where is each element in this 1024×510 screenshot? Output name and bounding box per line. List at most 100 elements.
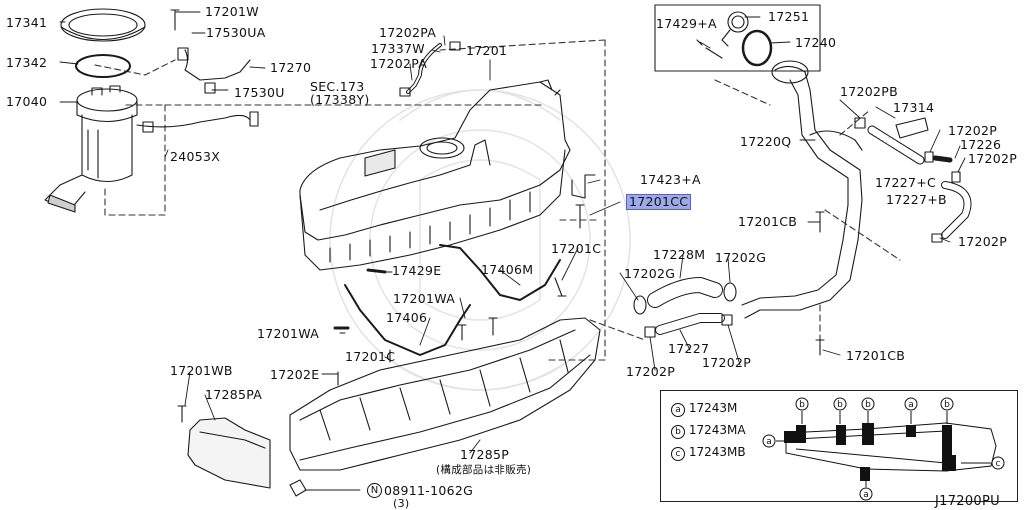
clamp-17202PB: [854, 117, 866, 129]
callout-17201CB-bot[interactable]: 17201CB: [846, 348, 906, 363]
callout-17201W[interactable]: 17201W: [205, 4, 259, 19]
badge-b1: b: [795, 397, 809, 411]
n-mark-08911: N: [367, 483, 382, 498]
callout-17226[interactable]: 17226: [960, 137, 1002, 152]
callout-17201CB-top[interactable]: 17201CB: [738, 214, 798, 229]
callout-17201WA-a[interactable]: 17201WA: [393, 291, 456, 306]
badge-b4: b: [940, 397, 954, 411]
callout-17240[interactable]: 17240: [795, 35, 837, 50]
callout-17202P-r3[interactable]: 17202P: [958, 234, 1008, 249]
callout-17530U[interactable]: 17530U: [234, 85, 285, 100]
callout-17227B[interactable]: 17227+B: [886, 192, 947, 207]
callout-17227[interactable]: 17227: [668, 341, 710, 356]
callout-17202P-b1[interactable]: 17202P: [626, 364, 676, 379]
leader-lines: [59, 11, 966, 491]
callout-17341[interactable]: 17341: [6, 15, 48, 30]
filler-tube-17220Q: [741, 60, 863, 319]
callout-17202P-b2[interactable]: 17202P: [702, 355, 752, 370]
callout-17228M[interactable]: 17228M: [653, 247, 706, 262]
callout-17202G-b[interactable]: 17202G: [715, 250, 767, 265]
callout-17202E[interactable]: 17202E: [270, 367, 320, 382]
bolt-17201C: [554, 277, 567, 297]
callout-17337W[interactable]: 17337W: [371, 41, 425, 56]
callout-17429E[interactable]: 17429E: [392, 263, 442, 278]
callout-17342[interactable]: 17342: [6, 55, 48, 70]
callout-17285PA[interactable]: 17285PA: [205, 387, 263, 402]
connector-17530U: [204, 82, 216, 94]
callout-17530UA[interactable]: 17530UA: [206, 25, 266, 40]
callout-08911-qty: (3): [393, 497, 410, 510]
callout-17202G-a[interactable]: 17202G: [624, 266, 676, 281]
badge-c: c: [991, 456, 1005, 470]
callout-17429A[interactable]: 17429+A: [656, 16, 717, 31]
callout-17406M[interactable]: 17406M: [481, 262, 534, 277]
clip-location-drawing: a b b b a b c a: [762, 397, 1005, 501]
callout-08911[interactable]: 08911-1062G: [384, 483, 474, 498]
callout-17202PB[interactable]: 17202PB: [840, 84, 898, 99]
legend-part-c[interactable]: 17243MB: [688, 445, 746, 459]
clip-a-bottom: [860, 467, 870, 481]
badge-a-top: a: [904, 397, 918, 411]
clamp-17202P-r1: [924, 151, 934, 163]
n-mark-letter: N: [370, 485, 379, 496]
callout-17040[interactable]: 17040: [6, 94, 48, 109]
callout-17423A[interactable]: 17423+A: [640, 172, 701, 187]
callout-17201CC-highlighted[interactable]: 17201CC: [626, 194, 692, 210]
badge-b3-text: b: [865, 400, 871, 410]
callout-17406[interactable]: 17406: [386, 310, 428, 325]
legend-part-b[interactable]: 17243MA: [688, 423, 746, 437]
callout-17201[interactable]: 17201: [466, 43, 508, 58]
bolt-17201CB-b: [815, 339, 825, 356]
callout-17285P[interactable]: 17285P: [460, 447, 510, 462]
watermark-logo: [329, 89, 631, 391]
gasket-17240: [741, 29, 773, 67]
clamp-17202P-b1: [644, 326, 656, 338]
legend-part-a[interactable]: 17243M: [688, 401, 738, 415]
callout-17285P-note: (構成部品は非販売): [436, 464, 532, 476]
clamp-17202G-b: [723, 282, 737, 302]
clamp-17202P-r3: [931, 233, 943, 243]
lock-ring-17341: [60, 8, 146, 42]
fuel-tank-17201: [299, 79, 571, 271]
legend-mark-b: b: [671, 425, 685, 439]
callout-17314[interactable]: 17314: [893, 100, 935, 115]
clamp-17202P-b2: [721, 314, 733, 326]
bolt-17201WA: [488, 317, 498, 336]
callout-17201WB[interactable]: 17201WB: [170, 363, 233, 378]
callout-sec173[interactable]: SEC.173: [310, 79, 365, 94]
connector-17226: [932, 155, 953, 163]
legend-mark-a: a: [671, 403, 685, 417]
clip-b4: [942, 425, 952, 455]
nut-08911: [289, 479, 307, 497]
callout-17202P-r1[interactable]: 17202P: [948, 123, 998, 138]
callout-17220Q[interactable]: 17220Q: [740, 134, 792, 149]
legend-mark-c: c: [671, 447, 685, 461]
clip-a-top: [906, 425, 916, 437]
clip-c: [942, 455, 956, 471]
side-protector-17285PA: [187, 417, 271, 489]
callout-17201C[interactable]: 17201C: [551, 241, 602, 256]
callout-17201C-b[interactable]: 17201C: [345, 349, 396, 364]
callout-17202P-r2[interactable]: 17202P: [968, 151, 1018, 166]
badge-a-left: a: [762, 434, 776, 448]
callout-24053X[interactable]: 24053X: [170, 149, 221, 164]
clip-legend-box: a 17243M b 17243MA c 17243MB: [660, 390, 1018, 502]
callout-17202PA-mid[interactable]: 17202PA: [370, 56, 428, 71]
connector-17530UA: [177, 47, 189, 61]
badge-c-text: c: [996, 459, 1001, 469]
callout-17201WA-b[interactable]: 17201WA: [257, 326, 320, 341]
tube-outline: [785, 422, 997, 472]
clip-b3: [862, 423, 874, 445]
pipe-17314: [895, 117, 929, 139]
clamp-17202PA-b: [399, 87, 411, 97]
callout-17251[interactable]: 17251: [768, 9, 810, 24]
pin-17429E: [366, 268, 387, 274]
drawing-code: J17200PU: [935, 494, 1000, 509]
legend-row-b: b 17243MA: [671, 423, 746, 439]
callout-sec173-sub: (17338Y): [310, 92, 370, 107]
callout-17227C[interactable]: 17227+C: [875, 175, 937, 190]
callout-17202PA-top[interactable]: 17202PA: [379, 25, 437, 40]
bracket-17423A: [571, 174, 596, 199]
callout-17270[interactable]: 17270: [270, 60, 312, 75]
tank-protector-17285P: [289, 317, 601, 471]
